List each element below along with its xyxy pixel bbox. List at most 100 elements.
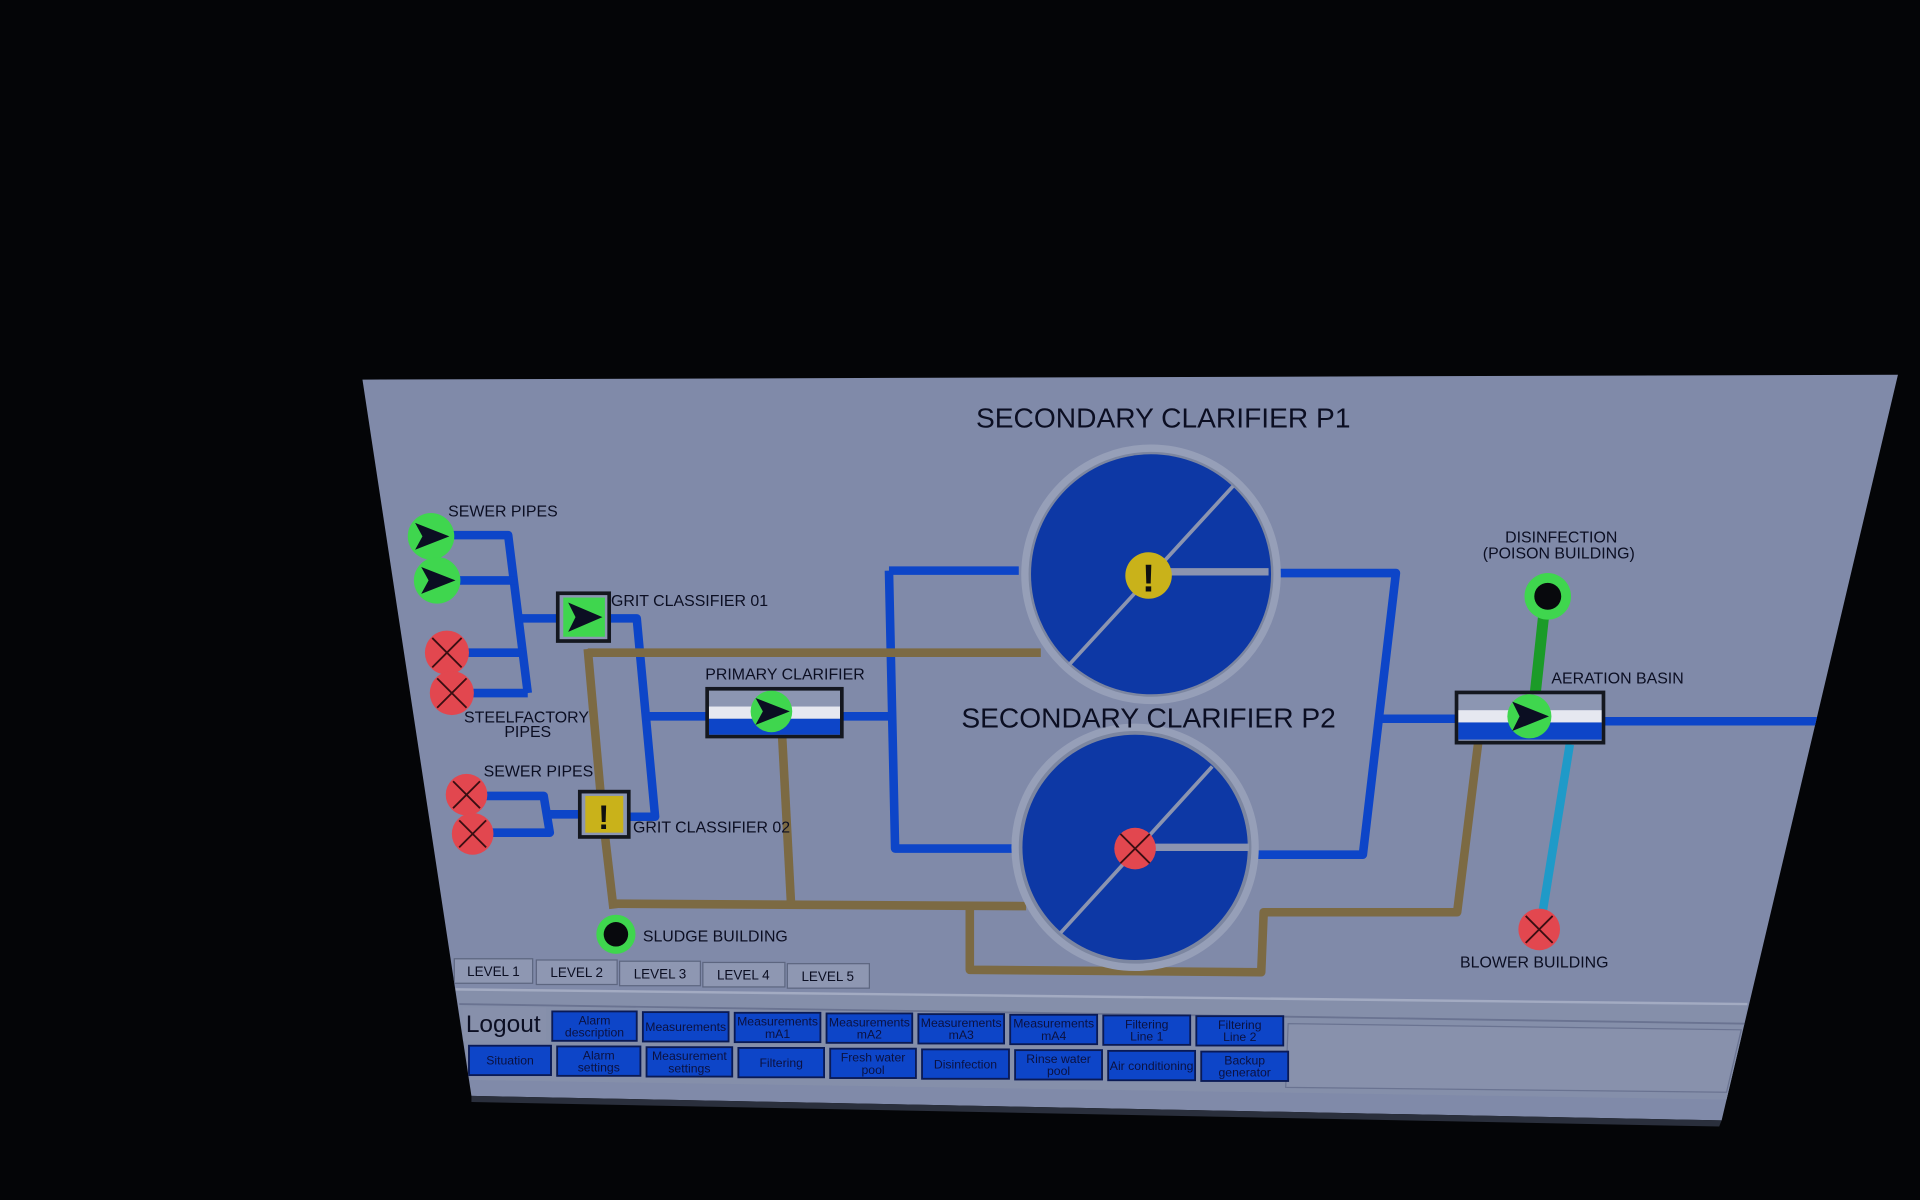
nav-button-label: description [565,1026,624,1040]
label-aeration-basin: AERATION BASIN [1551,670,1683,687]
logout-label: Logout [466,1011,541,1038]
label-secondary-clarifier-p2: SECONDARY CLARIFIER P2 [961,702,1336,733]
logout-button[interactable]: Logout [462,1007,547,1041]
nav-button-measurements[interactable]: Measurements [641,1011,730,1043]
sewer-pump-1[interactable] [407,513,455,560]
label-primary-clarifier: PRIMARY CLARIFIER [705,667,864,684]
tab-level-1-label: LEVEL 1 [467,964,520,979]
primary-clarifier-play-icon [755,697,790,725]
nav-button-label: Alarm [583,1048,615,1062]
disinfection-status-dot-icon [1534,582,1562,610]
nav-button-label: mA2 [857,1028,882,1042]
clarifier-p1-warning-glyph: ! [1142,557,1155,600]
nav-button-disinfection[interactable]: Disinfection [921,1048,1010,1080]
nav-button-filtering[interactable]: Filtering [737,1046,826,1079]
tab-level-4-label: LEVEL 4 [717,968,770,983]
nav-button-label: settings [668,1061,710,1075]
nav-button-label: Measurements [829,1015,910,1029]
steelfactory-pump-1[interactable] [424,630,469,675]
secondary-clarifier-p1[interactable]: ! [1021,444,1281,705]
blower-building-node[interactable] [1518,908,1560,951]
tab-level-4[interactable]: LEVEL 4 [702,961,786,988]
primary-clarifier[interactable] [705,686,844,739]
tab-level-5[interactable]: LEVEL 5 [786,963,870,989]
label-disinfection: DISINFECTION [1505,529,1617,546]
aeration-basin-play-icon [1512,701,1549,732]
label-poison-building: (POISON BUILDING) [1483,545,1635,562]
nav-button-label: mA3 [949,1028,974,1042]
nav-button-label: Disinfection [934,1057,997,1071]
blower-building-x-icon [1525,915,1554,944]
tab-level-3[interactable]: LEVEL 3 [618,960,702,987]
nav-button-label: Filtering [1125,1017,1169,1031]
nav-empty-area [1285,1023,1742,1093]
sewer-pump-2[interactable] [413,557,461,604]
sewer-pump-2-play-icon [421,566,456,594]
nav-button-label: generator [1219,1066,1271,1080]
disinfection-building-node[interactable] [1524,573,1572,620]
level-tabs: LEVEL 1 LEVEL 2 LEVEL 3 LEVEL 4 LEVEL 5 [453,958,870,989]
nav-button-label: Air conditioning [1110,1059,1194,1073]
label-secondary-clarifier-p1: SECONDARY CLARIFIER P1 [976,402,1351,433]
aeration-basin[interactable] [1454,690,1606,745]
label-steelfactory-pipes: PIPES [504,724,551,741]
panel-bottom-edge [471,1095,1722,1127]
tab-level-5-label: LEVEL 5 [801,969,854,984]
nav-button-label: Backup [1224,1053,1265,1067]
label-steelfactory: STEELFACTORY [464,709,589,726]
nav-button-label: Filtering [759,1056,803,1070]
nav-button-label: settings [578,1061,620,1075]
sewer-pump-1-play-icon [415,522,450,550]
nav-button-situation[interactable]: Situation [468,1044,552,1077]
nav-button-label: Measurements [921,1016,1002,1030]
label-grit-classifier-01: GRIT CLASSIFIER 01 [611,593,768,610]
nav-bar-top-border [455,988,1748,1006]
tab-level-2-label: LEVEL 2 [550,965,603,980]
sludge-building-node[interactable] [596,914,636,954]
sewer-pump-3-x-icon [452,780,481,809]
nav-button-label: Situation [486,1054,534,1068]
air-line [1536,743,1575,927]
nav-button-label: mA1 [765,1027,790,1041]
sewer-pump-3[interactable] [445,773,488,816]
nav-bar-inner-border [459,1003,1748,1025]
sludge-status-dot-icon [603,922,629,947]
nav-button-label: Filtering [1218,1018,1262,1032]
steelfactory-pump-1-x-icon [431,637,463,668]
label-blower-building: BLOWER BUILDING [1460,954,1608,971]
sewer-pump-4-x-icon [458,819,487,848]
steelfactory-pump-2-x-icon [436,677,468,709]
clarifier-p1-warning-icon[interactable] [1125,552,1172,599]
secondary-clarifier-p2[interactable] [1011,723,1259,972]
label-sewer-pipes-bottom: SEWER PIPES [484,763,594,780]
steelfactory-pump-2[interactable] [429,671,474,716]
grit-classifier-02[interactable]: ! [577,789,631,839]
nav-button-label: pool [1047,1064,1070,1078]
nav-button-air-conditioning[interactable]: Air conditioning [1107,1049,1197,1082]
tab-level-1[interactable]: LEVEL 1 [453,958,534,984]
nav-button-label: Measurements [737,1015,818,1029]
sewer-pump-4[interactable] [451,813,494,855]
tab-level-2[interactable]: LEVEL 2 [535,959,618,986]
nav-button-label: Line 2 [1223,1030,1257,1044]
grit-classifier-01[interactable] [555,591,612,643]
nav-button-label: Line 1 [1130,1030,1164,1044]
nav-button-label: Fresh water [841,1051,906,1065]
clarifier-p2-x-icon [1119,833,1151,864]
sludge-pipes [583,648,1484,977]
tab-level-3-label: LEVEL 3 [634,966,687,981]
label-sludge-building: SLUDGE BUILDING [643,929,788,946]
